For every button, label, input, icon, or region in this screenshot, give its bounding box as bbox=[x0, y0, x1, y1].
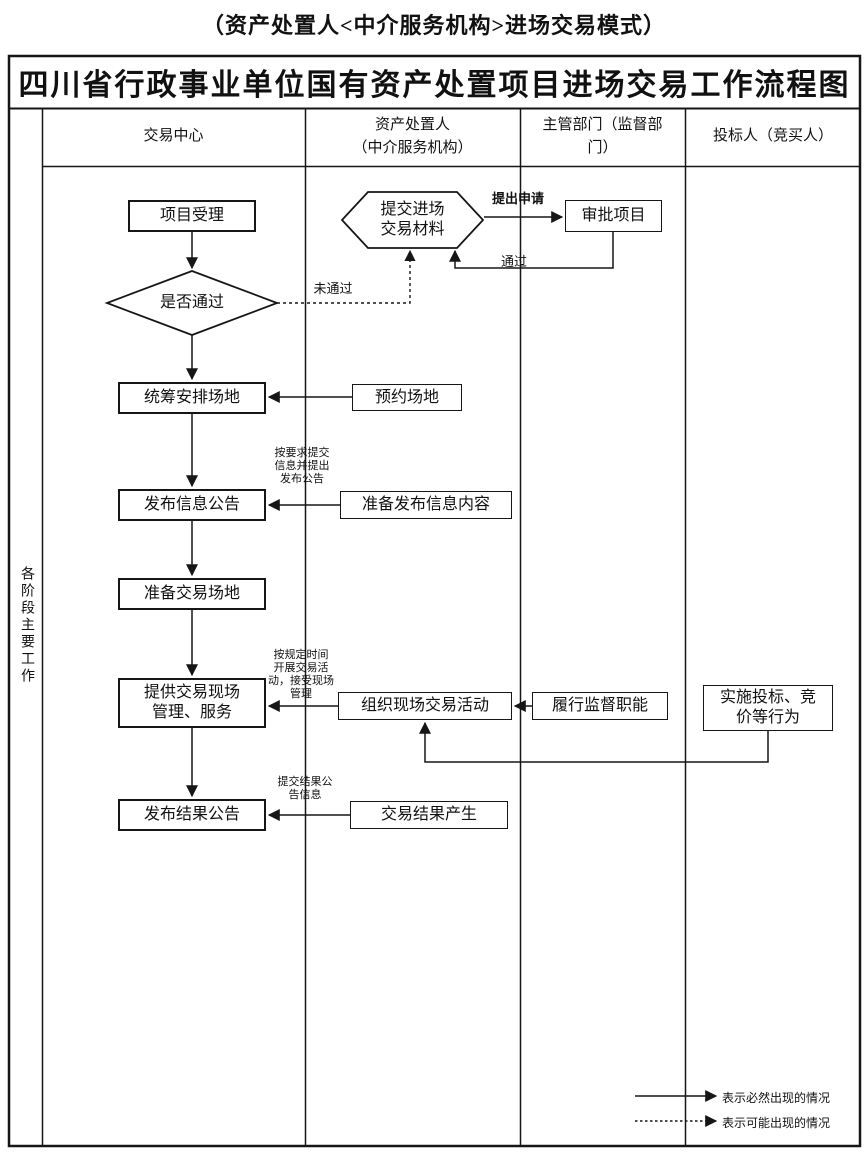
submit-materials-hexagon-shape bbox=[340, 191, 485, 249]
lane-header-bidder: 投标人（竞买人） bbox=[712, 128, 833, 145]
node-arrange-venue: 统筹安排场地 bbox=[118, 382, 266, 414]
node-project-accept: 项目受理 bbox=[128, 200, 256, 232]
node-reserve-venue: 预约场地 bbox=[352, 384, 462, 411]
arrow-decision-fail-return bbox=[277, 249, 416, 304]
node-supervise: 履行监督职能 bbox=[532, 692, 668, 720]
flow-arrows-solid bbox=[186, 211, 769, 821]
edge-label-pass: 通过 bbox=[500, 254, 527, 269]
node-decision: 是否通过 bbox=[159, 294, 224, 311]
node-organize-trading: 组织现场交易活动 bbox=[338, 692, 512, 720]
swimlane-grid bbox=[7, 54, 862, 1148]
edge-label-apply: 提出申请 bbox=[491, 191, 544, 206]
lane-header-disposer: 资产处置人 （中介服务机构） bbox=[352, 116, 473, 156]
node-submit-materials: 提交进场 交易材料 bbox=[380, 201, 445, 238]
flow-arrows-dotted bbox=[277, 249, 416, 304]
page-subtitle: （资产处置人<中介服务机构>进场交易模式） bbox=[201, 13, 667, 38]
arrow-approve-pass-return bbox=[449, 232, 614, 269]
arrow-bid-to-organize bbox=[419, 721, 769, 763]
legend-dotted-label: 表示可能出现的情况 bbox=[722, 1116, 831, 1130]
edge-label-submit-result: 提交结果公 告信息 bbox=[277, 776, 333, 801]
node-prepare-info: 准备发布信息内容 bbox=[340, 491, 512, 519]
lane-header-trading-center: 交易中心 bbox=[143, 128, 204, 145]
node-approve-project: 审批项目 bbox=[565, 200, 662, 232]
edge-label-submit-info: 按要求提交 信息并提出 发布公告 bbox=[274, 447, 330, 485]
page-title: 四川省行政事业单位国有资产处置项目进场交易工作流程图 bbox=[18, 68, 851, 102]
edge-label-carry-out: 按规定时间 开展交易活 动，接受现场 管理 bbox=[268, 649, 334, 700]
edge-label-fail: 未通过 bbox=[313, 281, 353, 296]
side-stage-label: 各阶段主要工作 bbox=[19, 565, 34, 685]
lane-header-authority: 主管部门（监督部 门） bbox=[542, 116, 663, 156]
flow-shapes bbox=[104, 191, 485, 336]
node-publish-result: 发布结果公告 bbox=[118, 799, 266, 831]
legend-arrows bbox=[635, 1090, 718, 1127]
node-result-generated: 交易结果产生 bbox=[350, 801, 508, 829]
node-provide-mgmt: 提供交易现场 管理、服务 bbox=[118, 678, 266, 728]
node-bid: 实施投标、竞 价等行为 bbox=[703, 685, 833, 731]
node-publish-info: 发布信息公告 bbox=[118, 489, 266, 521]
node-prepare-venue: 准备交易场地 bbox=[118, 578, 266, 610]
outer-border bbox=[7, 54, 862, 1148]
legend-solid-label: 表示必然出现的情况 bbox=[722, 1091, 831, 1105]
